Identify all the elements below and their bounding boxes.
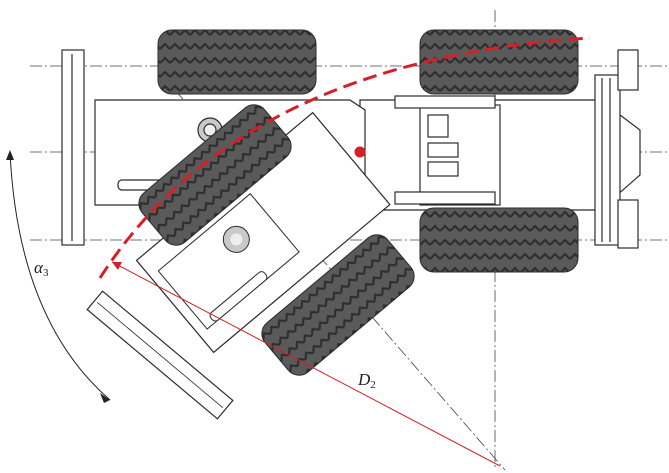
angle-arrow-bottom <box>100 393 110 403</box>
rear-rail-top <box>394 95 496 109</box>
turning-arc <box>98 36 591 279</box>
hub-inner <box>230 233 243 246</box>
tire-icon <box>138 104 292 246</box>
ripper-tooth-top <box>617 49 639 91</box>
articulated-tire-upper <box>138 104 292 246</box>
angle-arrow-top <box>6 150 14 160</box>
blade-line <box>96 301 224 409</box>
tire-icon <box>419 207 579 273</box>
angle-arc <box>9 151 111 401</box>
tire-icon <box>419 29 579 95</box>
angle-label: α3 <box>34 258 49 279</box>
diameter-line <box>111 261 501 467</box>
front-blade-straight <box>61 49 85 246</box>
tire-icon <box>261 234 415 376</box>
rear-tires <box>419 29 579 273</box>
rear-rail-bottom <box>394 191 496 205</box>
rear-block-1 <box>427 114 449 138</box>
hub-inner <box>203 123 217 137</box>
red-pivot-dot <box>354 146 366 158</box>
rear-attachment <box>594 74 621 246</box>
articulated-front-frame <box>135 111 391 354</box>
diameter-arrow <box>112 262 122 270</box>
rear-block-2 <box>427 142 459 158</box>
rear-block-3 <box>427 161 459 177</box>
diameter-label: D2 <box>357 370 376 391</box>
articulated-cylinder <box>209 271 268 322</box>
articulated-tire-lower <box>261 234 415 376</box>
tire-icon <box>157 29 317 95</box>
articulated-blade <box>86 290 234 420</box>
ripper-tooth-bottom <box>617 199 639 249</box>
